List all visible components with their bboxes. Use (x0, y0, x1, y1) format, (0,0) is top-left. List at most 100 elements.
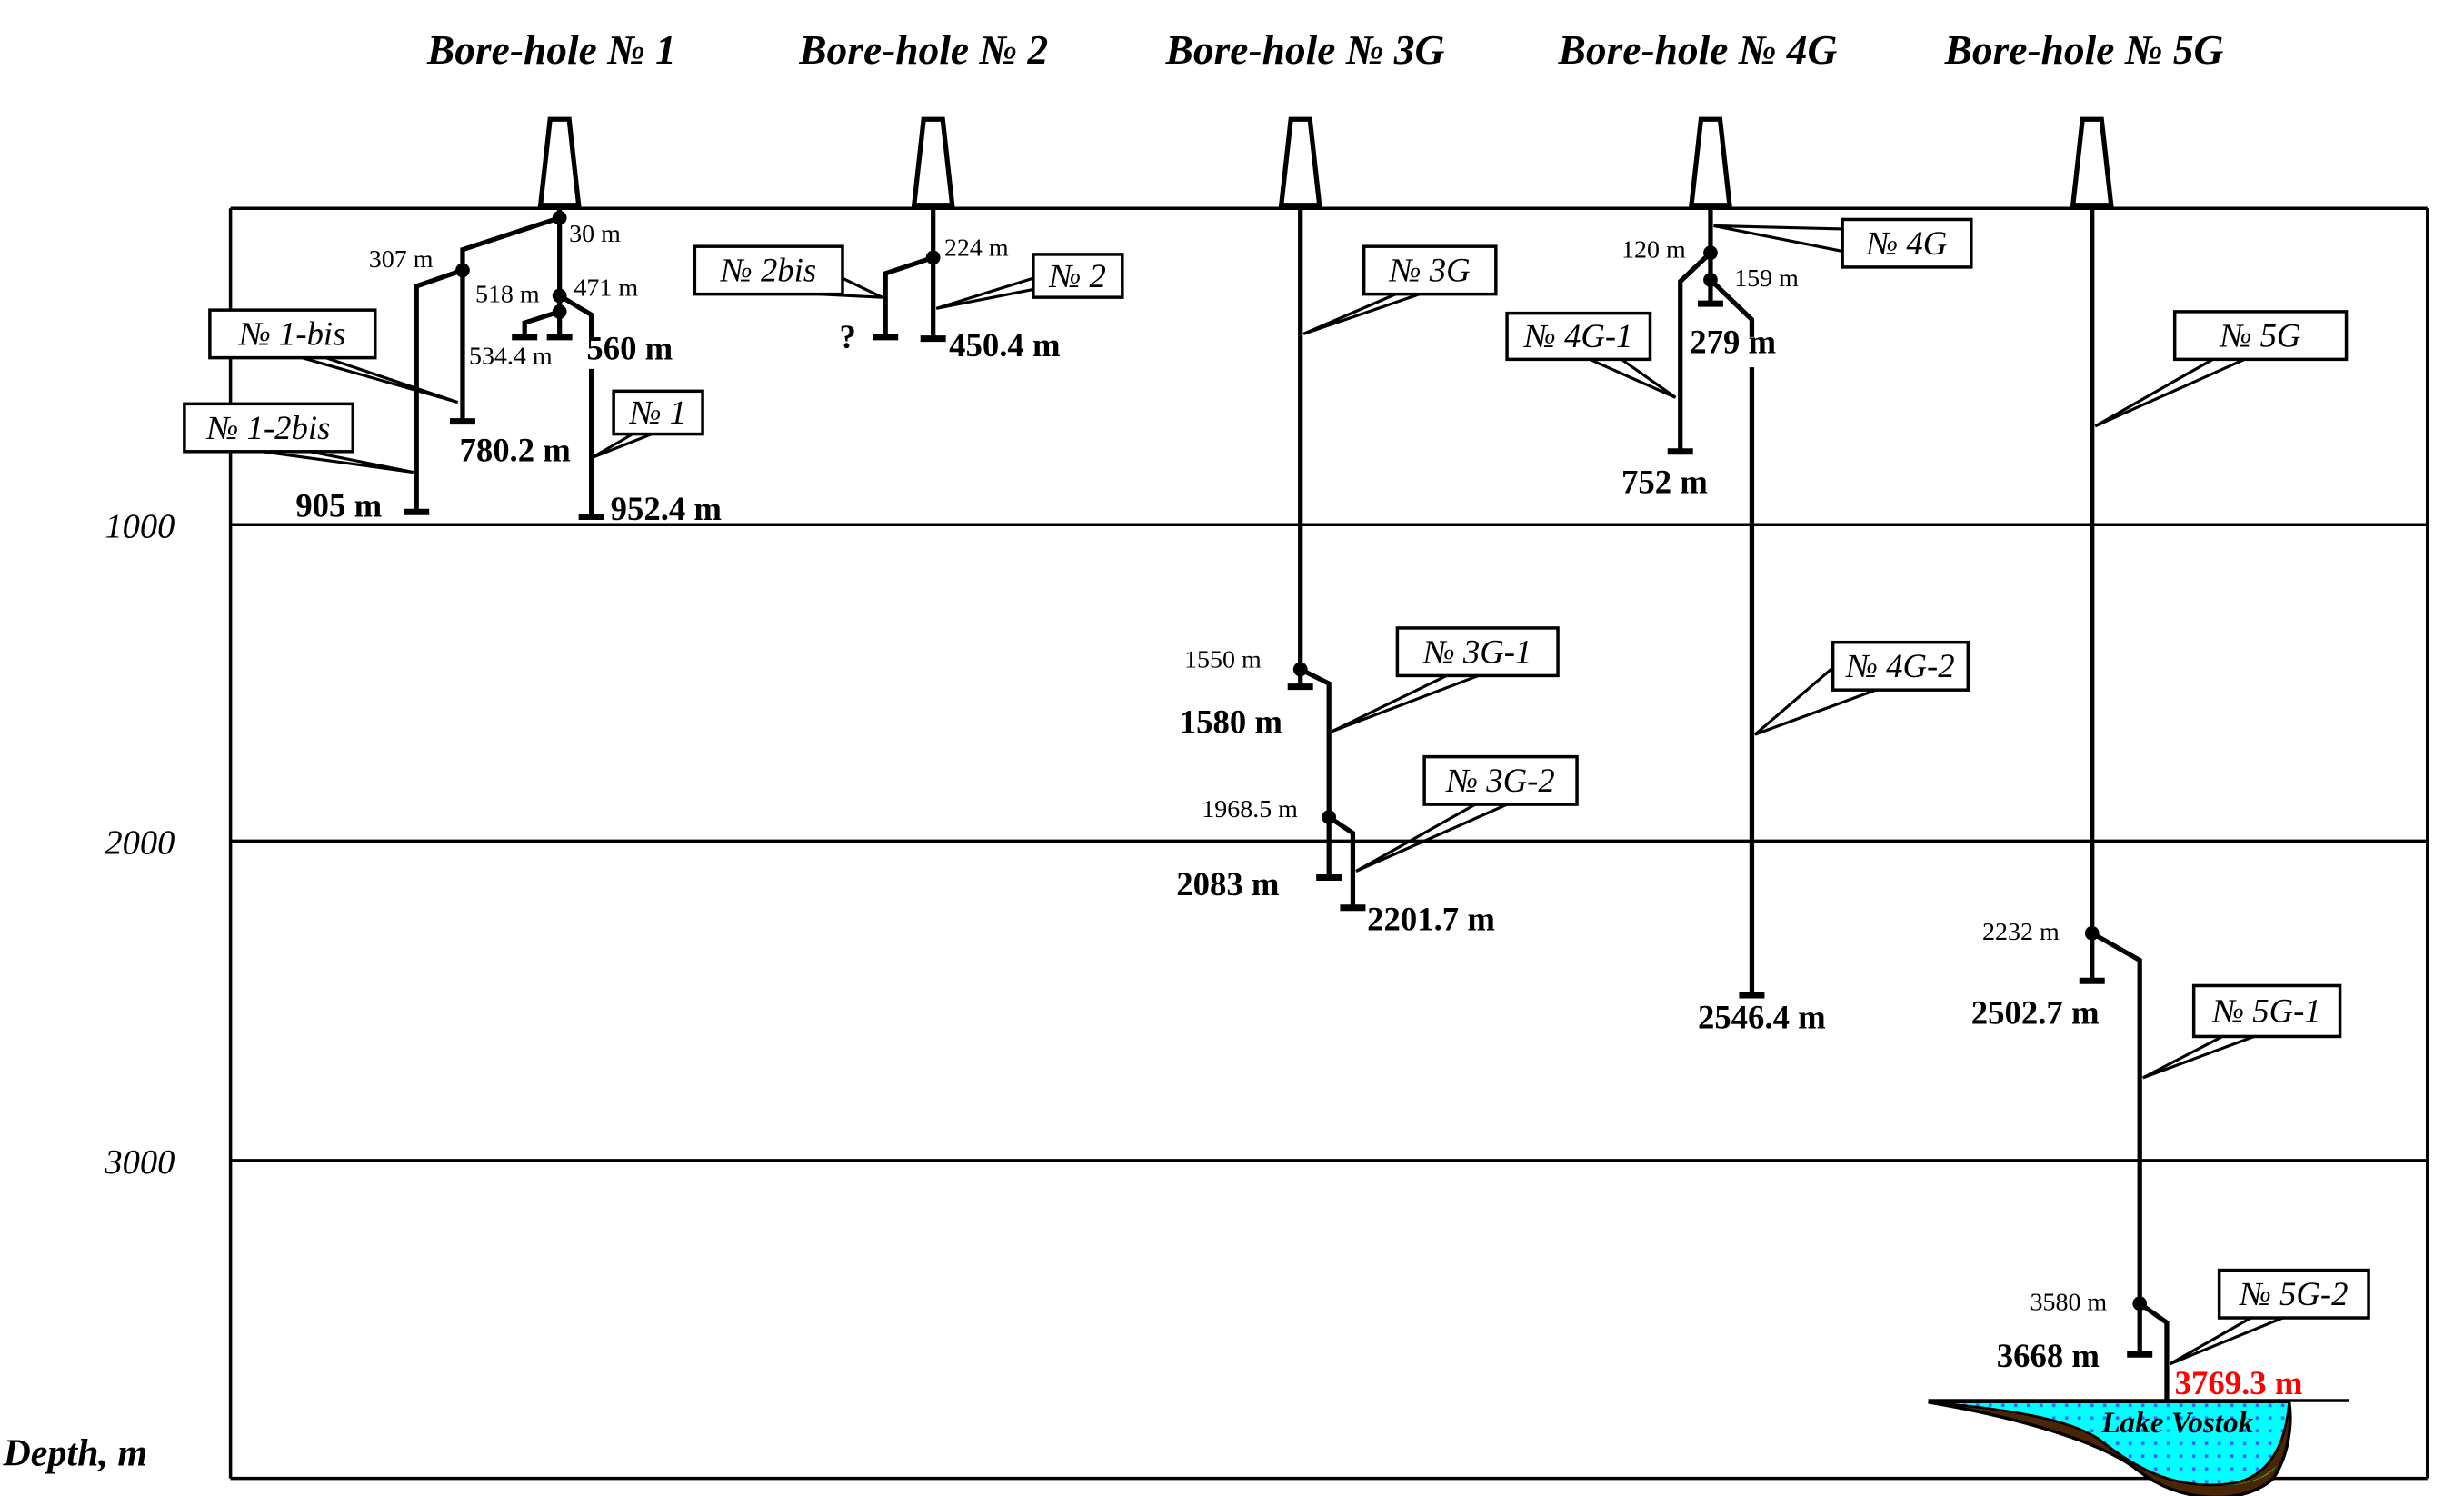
derrick-icon (537, 116, 582, 208)
final-depth-label: 752 m (1621, 463, 1708, 500)
callout-pointer (590, 433, 653, 460)
final-depth-label: 3769.3 m (2175, 1364, 2303, 1401)
callout-n3g2: № 3G-2 (1355, 754, 1579, 873)
callout-n2: № 2 (935, 253, 1124, 310)
branch-point-marker (552, 210, 567, 225)
callout-box (1831, 640, 1970, 692)
callout-label: № 5G (2219, 316, 2301, 354)
branch-depth-label: 3580 m (2030, 1288, 2108, 1316)
branch-depth-label: 1550 m (1184, 646, 1262, 674)
callout-pointer (2141, 1034, 2255, 1080)
callout-n4g1: № 4G-1 (1505, 311, 1677, 399)
callout-box (1505, 311, 1652, 362)
callout-pointer (935, 276, 1034, 310)
borehole-title: Bore-hole № 3G (1165, 26, 1445, 73)
branch-point-marker (552, 288, 567, 304)
borehole-title: Bore-hole № 5G (1944, 26, 2224, 73)
final-depth-label: 780.2 m (459, 431, 570, 468)
callout-n3g: № 3G (1302, 244, 1498, 335)
derrick-icon (1689, 116, 1732, 208)
callout-box (2191, 983, 2342, 1039)
branch-point-marker (1292, 662, 1308, 677)
tick-label-1000: 1000 (105, 507, 175, 545)
borehole-trajectory (522, 309, 561, 337)
final-depth-label: 2502.7 m (1971, 993, 2100, 1031)
callout-pointer (262, 450, 414, 474)
branch-depth-label: 307 m (369, 245, 434, 274)
branch-point-marker (1703, 273, 1718, 287)
borehole-title: Bore-hole № 1 (426, 26, 676, 73)
callout-n12bis: № 1-2bis (183, 402, 414, 474)
callout-pointer (1713, 224, 1843, 253)
branch-point-marker (2132, 1296, 2148, 1311)
callout-label: № 3G (1388, 252, 1471, 289)
branch-point-marker (925, 250, 941, 265)
callout-label: № 5G-1 (2210, 992, 2320, 1030)
callout-pointer (818, 276, 883, 299)
borehole-trajectory (2138, 1302, 2170, 1401)
callout-pointer (1753, 666, 1877, 736)
callout-n4g: № 4G (1713, 217, 1973, 269)
lake-label: Lake Vostok (2100, 1406, 2253, 1440)
final-depth-label: 560 m (586, 329, 673, 366)
callout-box (612, 389, 704, 436)
tick-label-3000: 3000 (104, 1143, 175, 1182)
callout-box (2217, 1268, 2370, 1320)
final-depth-label: 2546.4 m (1698, 999, 1826, 1036)
derrick-icon (1278, 116, 1322, 208)
callout-label: № 3G-2 (1444, 762, 1554, 799)
borehole-trajectory (883, 254, 934, 337)
branch-depth-label: 518 m (475, 280, 540, 308)
callout-label: № 1-2bis (205, 409, 331, 446)
boreholes (404, 116, 2170, 1401)
branch-depth-label: 471 m (574, 274, 638, 302)
callout-label: № 4G-1 (1522, 317, 1632, 354)
callout-box (1032, 253, 1124, 299)
borehole-trajectory (460, 215, 561, 422)
callout-label: № 4G (1865, 224, 1948, 262)
callout-label: № 2bis (719, 252, 816, 289)
callout-label: № 3G-1 (1422, 633, 1531, 670)
borehole-title: Bore-hole № 4G (1558, 26, 1838, 73)
callout-n1: № 1 (590, 389, 704, 460)
callout-n5g2: № 5G-2 (2169, 1268, 2370, 1366)
final-depth-label: ? (839, 318, 855, 355)
derrick-icon (2070, 116, 2114, 208)
depth-axis-label: Depth, m (2, 1433, 147, 1475)
callout-n1bis: № 1-bis (208, 308, 459, 404)
borehole-trajectory (414, 267, 464, 513)
final-depth-label: 279 m (1690, 323, 1776, 360)
branch-depth-label: 224 m (944, 234, 1009, 263)
branch-point-marker (1322, 810, 1337, 824)
branch-point-marker (455, 263, 470, 278)
borehole-trajectory (558, 294, 594, 339)
callout-label: № 2 (1048, 257, 1106, 294)
final-depth-label: 2083 m (1176, 865, 1279, 903)
branch-depth-label: 1968.5 m (1202, 795, 1298, 823)
branch-point-marker (552, 304, 567, 319)
branch-depth-label: 534.4 m (469, 343, 553, 371)
final-depth-label: 2201.7 m (1367, 900, 1495, 937)
branch-depth-label: 30 m (569, 220, 621, 248)
callout-box (1841, 217, 1973, 269)
borehole-trajectory (2090, 931, 2142, 1355)
final-depth-label: 1580 m (1180, 703, 1282, 740)
lake-water (1928, 1401, 2291, 1487)
callout-pointer (2094, 357, 2246, 428)
final-depth-label: 450.4 m (949, 326, 1060, 364)
callout-n3g1: № 3G-1 (1332, 626, 1560, 733)
callout-n4g2: № 4G-2 (1753, 640, 1970, 736)
callout-label: № 4G-2 (1844, 647, 1954, 684)
callout-pointer (301, 356, 459, 404)
callout-label: № 1-bis (237, 315, 345, 353)
callout-box (1422, 754, 1579, 806)
callout-pointer (1589, 357, 1677, 399)
callout-box (2172, 310, 2349, 362)
branch-depth-label: 159 m (1734, 264, 1799, 293)
borehole-trajectory (1678, 251, 1712, 452)
callout-box (1395, 626, 1560, 678)
borehole-trajectory (1709, 278, 1755, 337)
callout-n5g: № 5G (2094, 310, 2349, 428)
